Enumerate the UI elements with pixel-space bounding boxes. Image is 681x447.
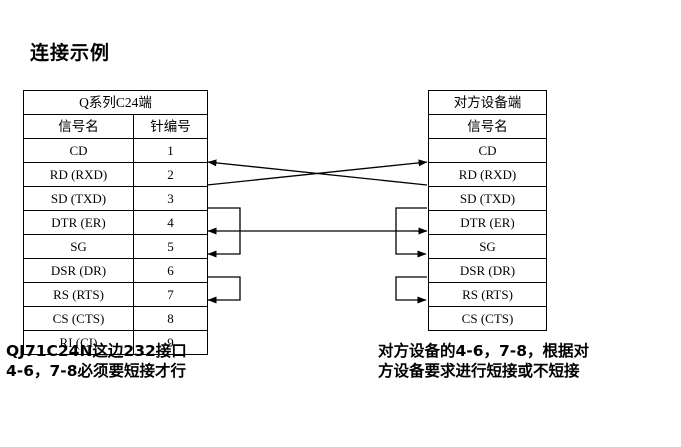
right-signal-rs: RS (RTS) bbox=[428, 282, 547, 307]
wire-sd-to-rd bbox=[206, 159, 428, 186]
table-row: DSR (DR) bbox=[428, 258, 547, 283]
left-pin-dtr: 4 bbox=[132, 210, 209, 235]
table-row: RS (RTS) bbox=[428, 282, 547, 307]
caption-right: 对方设备的4-6，7-8，根据对 方设备要求进行短接或不短接 bbox=[378, 341, 589, 381]
jumper-right-rs-cs bbox=[395, 276, 427, 304]
right-signal-rd: RD (RXD) bbox=[428, 162, 547, 187]
caption-right-line2: 方设备要求进行短接或不短接 bbox=[378, 362, 580, 380]
table-row: CD 1 bbox=[23, 138, 209, 163]
right-signal-dtr: DTR (ER) bbox=[428, 210, 547, 235]
left-col-header-signal: 信号名 bbox=[23, 114, 134, 139]
right-device-header: 对方设备端 bbox=[428, 90, 547, 115]
table-row: CS (CTS) bbox=[428, 306, 547, 331]
table-row-column-header: 信号名 针编号 bbox=[23, 114, 209, 139]
right-signal-dsr: DSR (DR) bbox=[428, 258, 547, 283]
table-row-device-header: Q系列C24端 bbox=[22, 90, 209, 115]
left-pin-sg: 5 bbox=[132, 234, 209, 259]
caption-left: QJ71C24N这边232接口 4-6，7-8必须要短接才行 bbox=[6, 341, 187, 381]
right-signal-cd: CD bbox=[428, 138, 547, 163]
table-row: RS (RTS) 7 bbox=[23, 282, 209, 307]
wire-rd-from-sd bbox=[207, 159, 428, 186]
table-row: SG bbox=[428, 234, 547, 259]
caption-left-line1: QJ71C24N这边232接口 bbox=[6, 342, 187, 360]
table-row: DTR (ER) 4 bbox=[23, 210, 209, 235]
left-pin-rd: 2 bbox=[132, 162, 209, 187]
left-pin-rs: 7 bbox=[132, 282, 209, 307]
table-row-column-header: 信号名 bbox=[428, 114, 547, 139]
left-pin-cd: 1 bbox=[132, 138, 209, 163]
left-signal-dsr: DSR (DR) bbox=[23, 258, 134, 283]
left-signal-cd: CD bbox=[23, 138, 134, 163]
table-row: CD bbox=[428, 138, 547, 163]
left-pin-cs: 8 bbox=[132, 306, 209, 331]
table-row: RI (CI) 9 bbox=[23, 330, 209, 355]
left-device-table: Q系列C24端 信号名 针编号 CD 1 RD (RXD) 2 SD (TXD)… bbox=[22, 90, 209, 355]
left-pin-ri: 9 bbox=[132, 330, 209, 355]
table-row: RD (RXD) bbox=[428, 162, 547, 187]
jumper-right-dtr-dsr bbox=[395, 207, 427, 258]
table-row: SD (TXD) 3 bbox=[23, 186, 209, 211]
left-signal-ri: RI (CI) bbox=[23, 330, 134, 355]
jumper-left-7-8 bbox=[207, 276, 241, 304]
right-signal-sg: SG bbox=[428, 234, 547, 259]
table-row: SD (TXD) bbox=[428, 186, 547, 211]
left-signal-sd: SD (TXD) bbox=[23, 186, 134, 211]
table-row: DSR (DR) 6 bbox=[23, 258, 209, 283]
right-signal-sd: SD (TXD) bbox=[428, 186, 547, 211]
left-pin-dsr: 6 bbox=[132, 258, 209, 283]
table-row: SG 5 bbox=[23, 234, 209, 259]
table-row: CS (CTS) 8 bbox=[23, 306, 209, 331]
table-row-device-header: 对方设备端 bbox=[428, 90, 547, 115]
left-signal-rs: RS (RTS) bbox=[23, 282, 134, 307]
left-signal-rd: RD (RXD) bbox=[23, 162, 134, 187]
left-col-header-pin: 针编号 bbox=[132, 114, 209, 139]
left-signal-sg: SG bbox=[23, 234, 134, 259]
right-device-table: 对方设备端 信号名 CD RD (RXD) SD (TXD) DTR (ER) … bbox=[428, 90, 547, 331]
left-signal-dtr: DTR (ER) bbox=[23, 210, 134, 235]
caption-right-line1: 对方设备的4-6，7-8，根据对 bbox=[378, 342, 590, 360]
page-title: 连接示例 bbox=[30, 42, 111, 64]
right-signal-cs: CS (CTS) bbox=[428, 306, 547, 331]
right-col-header-signal: 信号名 bbox=[428, 114, 547, 139]
caption-left-line2: 4-6，7-8必须要短接才行 bbox=[6, 362, 187, 380]
left-pin-sd: 3 bbox=[132, 186, 209, 211]
table-row: RD (RXD) 2 bbox=[23, 162, 209, 187]
table-row: DTR (ER) bbox=[428, 210, 547, 235]
jumper-left-4-6 bbox=[207, 207, 241, 258]
left-signal-cs: CS (CTS) bbox=[23, 306, 134, 331]
left-device-header: Q系列C24端 bbox=[22, 90, 209, 115]
